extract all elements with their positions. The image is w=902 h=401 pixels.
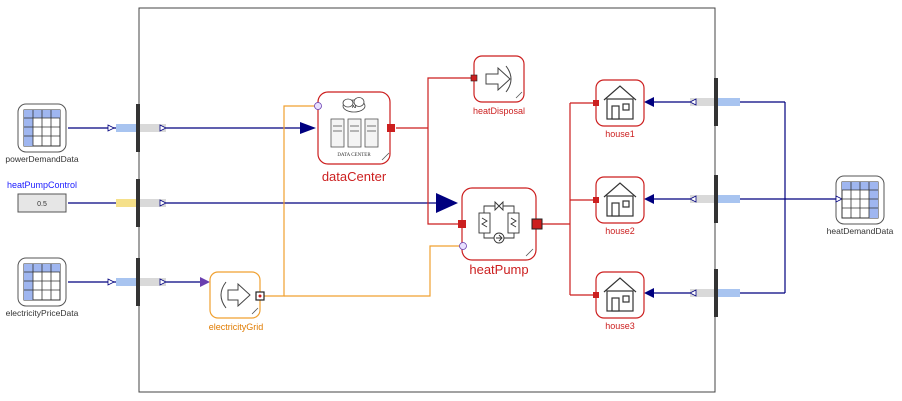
- house2-label: house2: [605, 226, 635, 236]
- electricity-grid-block[interactable]: electricityGrid: [209, 271, 265, 332]
- house1-label: house1: [605, 129, 635, 139]
- data-center-power-port: [314, 102, 322, 110]
- house-icon: [603, 277, 637, 312]
- heat-pump-control-block[interactable]: heatPumpControl 0.5: [7, 180, 77, 213]
- thermal-wires: [396, 77, 596, 296]
- electricity-grid-label: electricityGrid: [209, 322, 264, 332]
- heat-exchanger-icon: [478, 200, 520, 244]
- heat-pump-control-value: 0.5: [37, 201, 47, 208]
- data-center-icon-text: DATA CENTER: [337, 153, 371, 158]
- house2-port: [593, 197, 599, 203]
- power-demand-data-block[interactable]: powerDemandData: [5, 103, 79, 164]
- heat-disposal-label: heatDisposal: [473, 106, 525, 116]
- house1-block[interactable]: house1: [593, 79, 645, 139]
- heat-pump-inlet-port: [458, 220, 466, 228]
- signal-wires: [68, 101, 836, 294]
- server-rack-icon: [330, 118, 379, 148]
- house-icon: [603, 85, 637, 120]
- signal-arrowheads: [300, 97, 654, 298]
- table-icon: [841, 181, 879, 219]
- heat-pump-block[interactable]: heatPump: [458, 187, 543, 277]
- house3-label: house3: [605, 321, 635, 331]
- heat-disposal-port: [470, 74, 478, 82]
- heat-pump-power-port: [459, 242, 467, 250]
- grid-input-arrow: [200, 277, 210, 287]
- bus-power: [107, 104, 167, 152]
- flow-arrow-icon: [485, 65, 512, 93]
- heat-pump-label: heatPump: [469, 262, 528, 277]
- cloud-text: AI: [352, 104, 357, 109]
- data-center-label: dataCenter: [322, 169, 387, 184]
- flow-arrow-icon: [220, 281, 251, 309]
- house1-port: [593, 100, 599, 106]
- power-demand-data-label: powerDemandData: [5, 154, 79, 164]
- electricity-price-data-block[interactable]: electricityPriceData: [6, 257, 79, 318]
- cloud-icon: AI: [342, 97, 366, 113]
- table-icon: [23, 263, 61, 301]
- house3-block[interactable]: house3: [593, 271, 645, 331]
- bus-control: [116, 179, 167, 227]
- bus-house3: [689, 269, 740, 317]
- house2-block[interactable]: house2: [593, 176, 645, 236]
- heat-disposal-block[interactable]: heatDisposal: [470, 55, 525, 116]
- heat-pump-control-label: heatPumpControl: [7, 180, 77, 190]
- heat-pump-outlet-port: [531, 218, 543, 230]
- heat-demand-data-block[interactable]: heatDemandData: [827, 175, 894, 236]
- bus-house1: [689, 78, 740, 126]
- electrical-wires: [264, 105, 462, 297]
- bus-house2: [689, 175, 740, 223]
- electricity-price-data-label: electricityPriceData: [6, 308, 79, 318]
- house-icon: [603, 182, 637, 217]
- data-center-block[interactable]: AI DATA CENTER dataCenter: [314, 91, 396, 184]
- house3-port: [593, 292, 599, 298]
- data-center-heat-port: [387, 124, 395, 132]
- bus-price: [107, 258, 167, 306]
- table-icon: [23, 109, 61, 147]
- heat-demand-data-label: heatDemandData: [827, 226, 894, 236]
